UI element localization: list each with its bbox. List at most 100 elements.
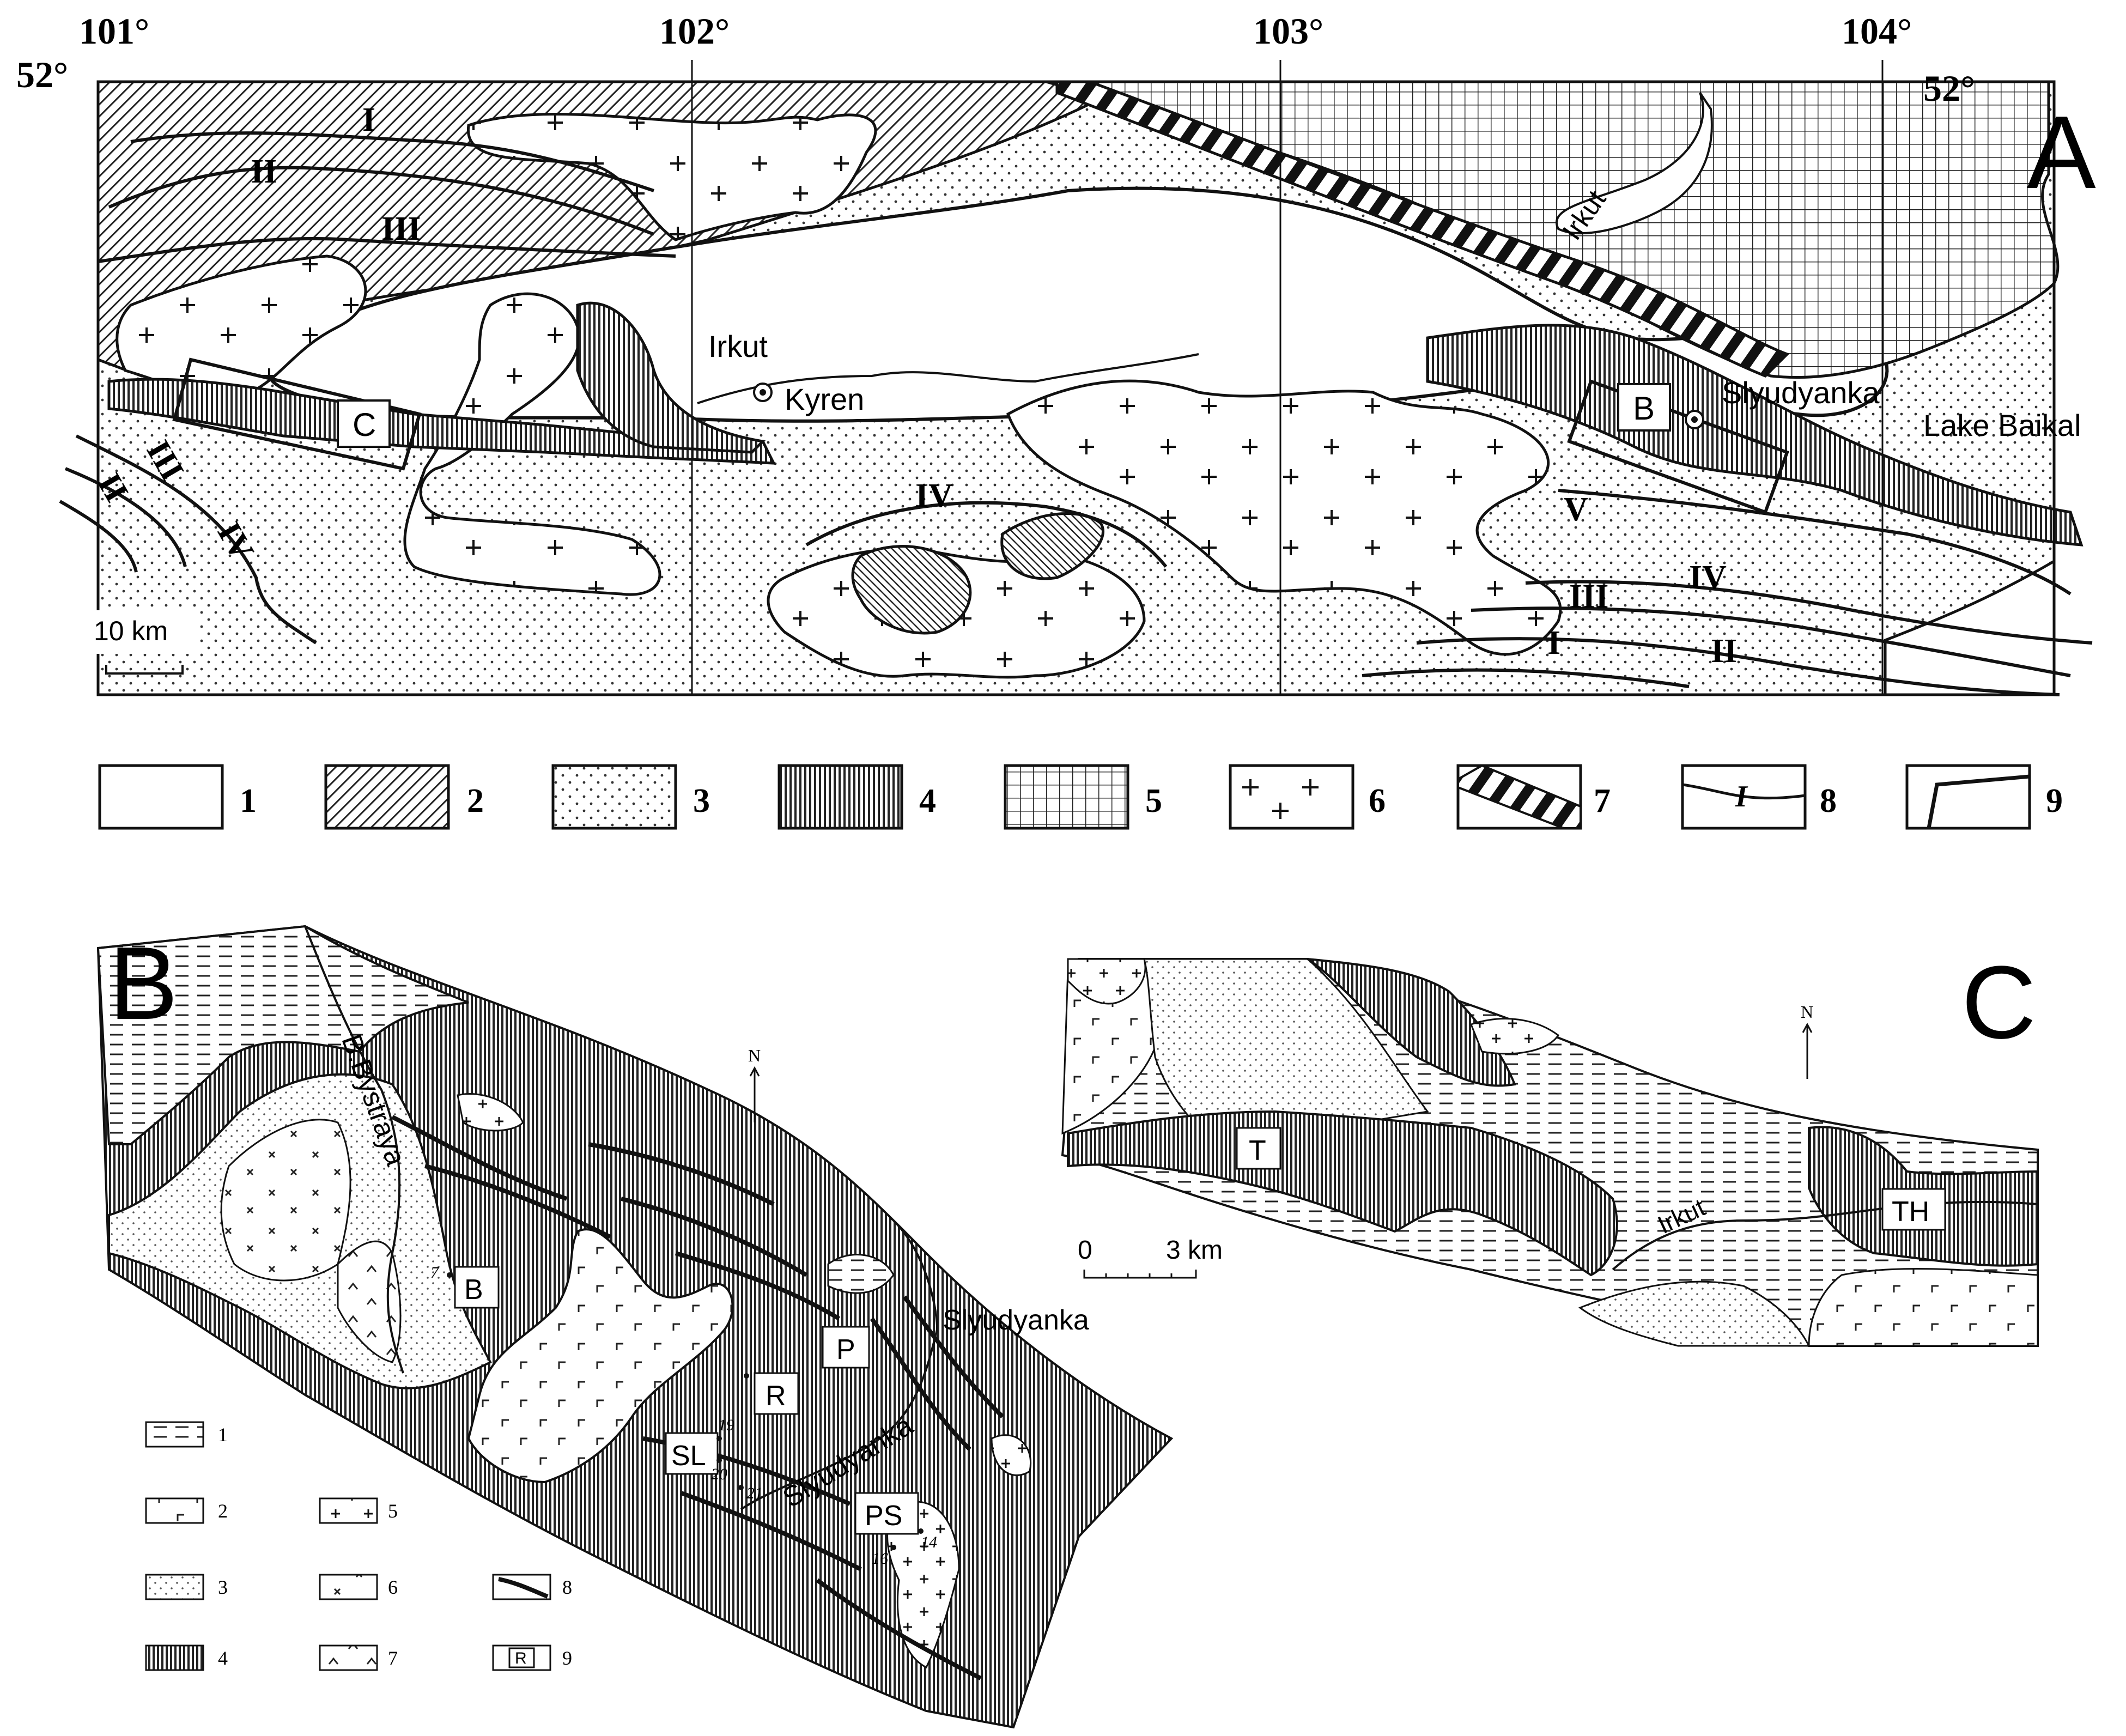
zone-II-east: II	[1711, 633, 1737, 670]
b-unit2-lobe	[467, 1228, 734, 1484]
zone-line-III-east	[1471, 606, 2071, 677]
legend-a-9: 9	[1905, 764, 2063, 830]
lon-102: 102°	[659, 10, 730, 52]
legend-a-4: 4	[777, 764, 936, 830]
box-c-label-frame	[337, 399, 391, 448]
c-unit5-granite-2	[1470, 1018, 1560, 1055]
legend-a-1: 1	[98, 764, 257, 830]
c-unit4-ridge	[1307, 958, 1516, 1087]
svg-text:8: 8	[1820, 782, 1837, 820]
zone-line-I-east	[1362, 668, 1690, 688]
zone-line-II-north	[108, 166, 655, 236]
box-b-label-frame	[1617, 383, 1671, 432]
svg-text:7: 7	[1594, 782, 1611, 820]
svg-text:R: R	[515, 1649, 527, 1667]
c-unit4-belt	[1067, 1110, 1618, 1277]
b-coastline	[892, 1219, 938, 1330]
unit2-south-blob	[851, 545, 972, 635]
legend-a-6: 6	[1229, 764, 1386, 830]
svg-text:3: 3	[218, 1576, 228, 1598]
c-unit5-granite	[1067, 958, 1146, 1005]
lon-104: 104°	[1842, 10, 1912, 52]
svg-text:5: 5	[1145, 782, 1162, 820]
svg-text:8: 8	[562, 1576, 572, 1598]
svg-text:7: 7	[388, 1647, 398, 1669]
legend-b-6: 6	[319, 1574, 398, 1600]
zone-III-east: III	[1569, 578, 1608, 615]
panel-a-letter: A	[2027, 95, 2096, 210]
c-scale-3km: 3 km	[1166, 1236, 1223, 1265]
label-lake-baikal: Lake Baikal	[1923, 408, 2081, 442]
b-sample-14: 14	[921, 1533, 937, 1551]
b-sample-20: 20	[711, 1465, 727, 1483]
main-sayan-fault	[1055, 80, 1790, 378]
legend-b-5: 5	[319, 1497, 398, 1524]
box-c-outline	[172, 357, 422, 471]
svg-text:4: 4	[919, 782, 936, 820]
svg-text:I: I	[1735, 780, 1748, 814]
zone-line-IV-west	[75, 434, 317, 645]
panel-b-letter: B	[109, 926, 178, 1041]
granite-west	[116, 254, 367, 397]
zone-IV-south: IV	[915, 477, 953, 514]
b-unit5-patch-3	[886, 1501, 960, 1669]
c-irkut-river	[1612, 1200, 2038, 1271]
zone-I-east: I	[1547, 624, 1560, 661]
unit2-south-blob-2	[1000, 512, 1104, 580]
graticule	[691, 60, 1884, 695]
b-north-label: N	[748, 1046, 761, 1065]
zone-line-III-north	[98, 237, 676, 263]
legend-a-5: 5	[1004, 764, 1162, 830]
lon-103: 103°	[1253, 10, 1323, 52]
legend-b-1: 1	[145, 1421, 228, 1448]
legend-b-2: 2	[145, 1497, 228, 1524]
b-slyudyanka-town: Slyudyanka	[943, 1304, 1089, 1336]
scale-label-a: 10 km	[94, 616, 168, 646]
granite-east	[1006, 379, 1562, 656]
zone-line-I-north	[130, 131, 654, 192]
slyudyanka-marker	[1685, 410, 1704, 429]
svg-text:5: 5	[388, 1500, 398, 1522]
svg-text:1: 1	[240, 782, 257, 820]
svg-text:6: 6	[388, 1576, 398, 1598]
svg-text:3: 3	[693, 782, 710, 820]
label-irkut-river: Irkut	[708, 329, 768, 363]
unit4-patch-central	[576, 301, 766, 454]
zone-line-V	[1558, 489, 2072, 596]
svg-text:2: 2	[218, 1500, 228, 1522]
b-unit5-patch-2	[991, 1434, 1031, 1476]
b-site-R: R	[766, 1380, 786, 1412]
c-site-TH: TH	[1892, 1196, 1929, 1228]
svg-text:6: 6	[1369, 782, 1386, 820]
b-site-B: B	[464, 1274, 483, 1306]
c-scale-bar: 0 3 km	[1078, 1236, 1223, 1279]
b-marble-bands	[391, 1115, 1004, 1680]
b-site-PS: PS	[865, 1500, 902, 1532]
box-b-label: B	[1633, 390, 1655, 427]
zone-line-II-west	[59, 500, 138, 573]
c-north-label: N	[1801, 1002, 1813, 1022]
lon-101: 101°	[79, 10, 149, 52]
zone-II-north: II	[251, 153, 277, 190]
b-sample-points: 7 19 20 21 14 16	[430, 1264, 937, 1568]
b-sample-16: 16	[872, 1550, 888, 1568]
irkut-inlet	[1556, 92, 1713, 235]
b-site-P: P	[836, 1334, 855, 1365]
legend-b-4: 4	[145, 1644, 228, 1671]
b-north-arrow: N	[748, 1046, 761, 1122]
b-unit1-east	[827, 1254, 895, 1294]
legend-b-8: 8	[492, 1574, 572, 1600]
b-unit5-patch-1	[457, 1092, 524, 1132]
legend-a-3: 3	[551, 764, 710, 830]
legend-b-7: 7	[319, 1644, 398, 1671]
panel-b: N B B.Bystraya Slyudyanka Slyudyanka B P…	[96, 925, 1174, 1729]
b-slyudyanka-river	[740, 1329, 938, 1510]
b-unit6	[220, 1119, 351, 1282]
b-unit7	[337, 1240, 402, 1363]
irkut-river	[697, 353, 1199, 404]
c-unit3-south	[1578, 1280, 1811, 1347]
